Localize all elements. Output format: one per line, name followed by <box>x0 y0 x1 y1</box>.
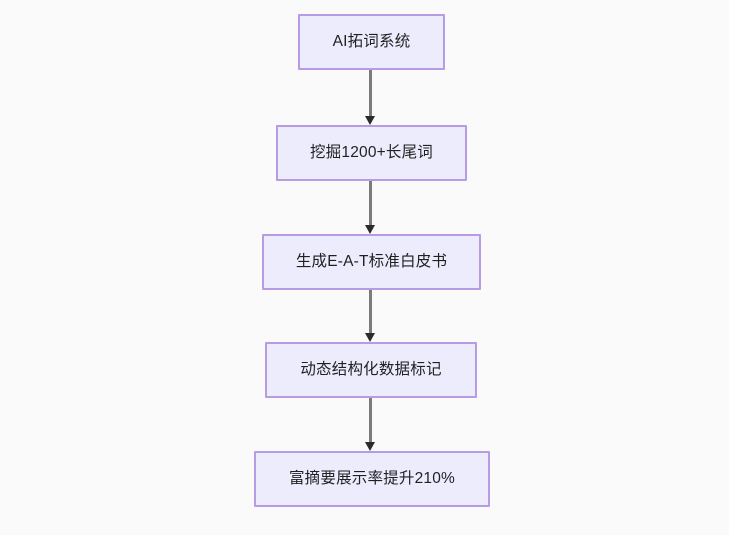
flow-edge-line-1 <box>369 70 372 117</box>
flow-node-label: AI拓词系统 <box>332 33 411 51</box>
flow-edge-line-2 <box>369 181 372 226</box>
arrow-down-icon <box>365 333 375 342</box>
flow-edge-line-3 <box>369 290 372 334</box>
flow-node-eat-whitepaper[interactable]: 生成E-A-T标准白皮书 <box>262 234 481 290</box>
flow-node-label: 挖掘1200+长尾词 <box>309 144 434 162</box>
flow-node-label: 富摘要展示率提升210% <box>288 470 456 488</box>
flow-node-label: 生成E-A-T标准白皮书 <box>295 253 448 271</box>
flow-node-ai-keyword-system[interactable]: AI拓词系统 <box>298 14 445 70</box>
flow-node-structured-data-markup[interactable]: 动态结构化数据标记 <box>265 342 477 398</box>
flow-node-rich-snippet-result[interactable]: 富摘要展示率提升210% <box>254 451 490 507</box>
arrow-down-icon <box>365 116 375 125</box>
flow-node-label: 动态结构化数据标记 <box>300 361 442 379</box>
flow-node-longtail-keywords[interactable]: 挖掘1200+长尾词 <box>276 125 467 181</box>
arrow-down-icon <box>365 442 375 451</box>
arrow-down-icon <box>365 225 375 234</box>
flow-edge-line-4 <box>369 398 372 443</box>
